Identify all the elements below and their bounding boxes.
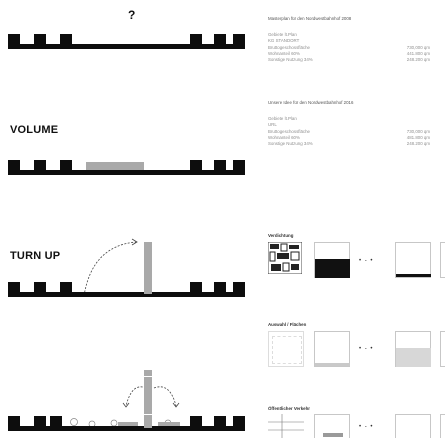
panel-tile [314,331,350,367]
building-block [214,34,226,46]
section-diagram-turn-up [8,236,245,306]
faint-plan [272,336,302,364]
idea-2016-block: Unsere Idee für den Nordwestbahnhof 2016… [268,100,430,147]
building-block [34,416,46,428]
low-volume [118,422,138,426]
building-block [34,282,46,294]
ground-line [8,170,245,175]
tower-block [144,370,152,428]
panel-tile [314,242,350,278]
tower-block [144,242,152,294]
volume-block [86,162,144,170]
building-block [214,416,226,428]
block-title: Unsere Idee für den Nordwestbahnhof 2016 [268,100,354,105]
ground-line [8,292,245,297]
block-line: URL [268,122,277,128]
block-title: Masterplan für den Nordwestbahnhof 2008 [268,16,352,21]
dot-connector: • - • [359,424,374,430]
panel-label-verkehr: Öffentlicher Verkehr [268,406,310,411]
panel-tile [268,331,304,367]
low-volume [158,422,180,426]
ground-line [8,426,245,431]
dot-connector: • - • [359,346,374,352]
panel-tile [395,331,431,367]
building-block [190,34,202,46]
block-line: Gebiete lt.Plan [268,116,297,122]
panel-tile [314,414,350,438]
building-block [8,160,20,172]
building-block [34,34,46,46]
panel-tile-partial [440,242,445,278]
site-plan-thumbnail [268,242,302,274]
panel-tile-partial [440,331,445,367]
section-diagram-distribution [8,366,245,434]
building-block [190,416,202,428]
rotation-arrow [83,238,138,297]
stat-row: Wohnanteil 60%441.800 qm [268,50,430,56]
heading-turn-up: TURN UP [10,250,61,262]
building-block [214,160,226,172]
heading-volume: VOLUME [10,124,59,136]
section-diagram-volume [8,158,245,178]
building-block [60,34,72,46]
building-block [60,160,72,172]
masterplan-2008-block: Masterplan für den Nordwestbahnhof 2008 … [268,16,430,63]
building-block [233,34,245,46]
block-line: KG STANDORT [268,38,300,44]
building-block [8,282,20,294]
building-block [8,416,20,428]
grey-strip [323,433,343,437]
building-block [190,160,202,172]
tower-band [144,376,152,377]
panel-tile [395,414,431,438]
building-block [233,282,245,294]
tower-band [144,414,152,415]
stat-row: Sonstige Nutzung 34%248.200 qm [268,141,430,147]
building-block [50,416,62,428]
panel-tile-partial [440,414,445,438]
building-block [34,160,46,172]
building-block [60,282,72,294]
building-block [8,34,20,46]
section-diagram-base [8,30,245,50]
stat-row: Wohnanteil 60%481.800 qm [268,134,430,140]
building-block [233,160,245,172]
grey-fill [396,348,431,367]
black-fill [315,259,350,278]
panel-label-auswahl: Auswahl / Flächen [268,322,307,327]
ground-line [8,44,245,49]
building-block [190,282,202,294]
block-line: Gebiete lt.Plan [268,32,297,38]
question-mark: ? [128,8,136,22]
panel-tile [395,242,431,278]
transit-plan-thumbnail [268,414,304,438]
black-line [396,274,431,277]
stat-row: Sonstige Nutzung 34%248.200 qm [268,57,430,63]
building-block [233,416,245,428]
building-block [214,282,226,294]
panel-label-verdichtung: Verdichtung [268,233,294,238]
dot-connector: • - • [359,258,374,264]
grey-strip [315,363,350,366]
